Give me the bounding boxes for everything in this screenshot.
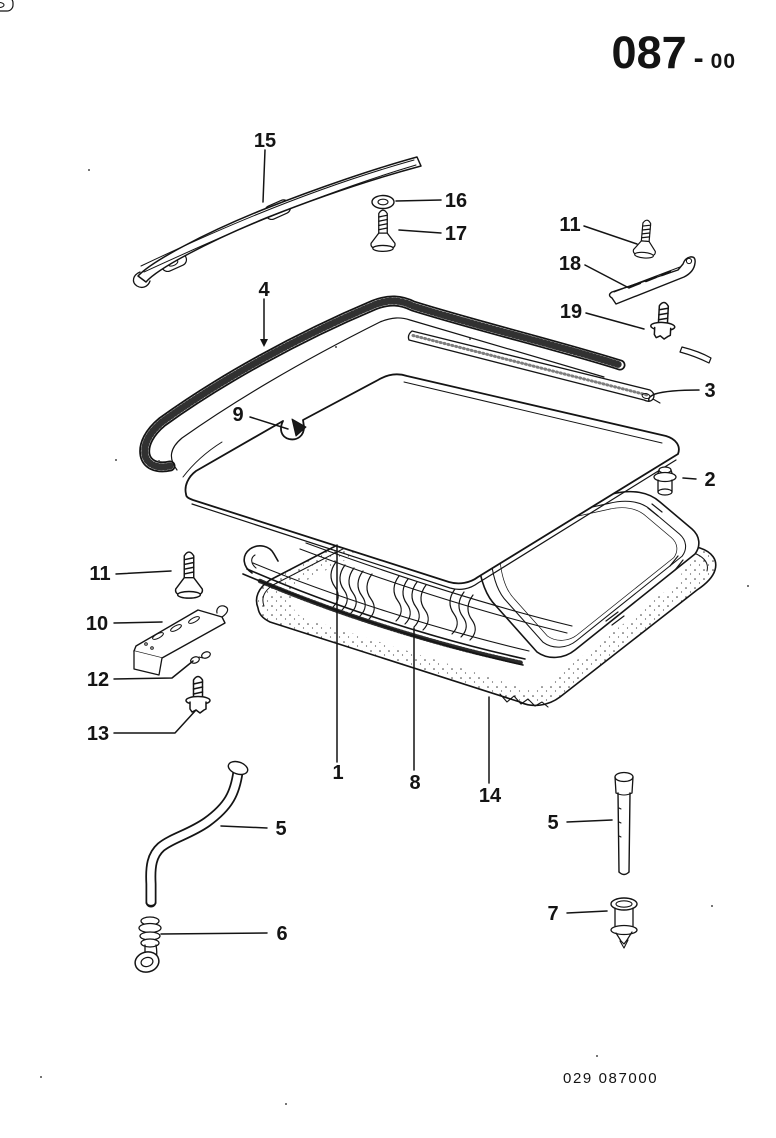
callout-label-10: 10 (86, 613, 108, 635)
leader-6 (160, 932, 268, 935)
callout-label-12: 12 (87, 669, 109, 691)
page-code: 087 - 00 (612, 30, 736, 75)
part-15-wind-deflector (0, 0, 422, 288)
page-code-group: 087 (611, 27, 687, 78)
page-code-dash: - (693, 42, 704, 75)
part-13-screw (185, 675, 211, 714)
paper-speckles (40, 169, 749, 1105)
part-11-screw-right (632, 218, 659, 260)
leader-3 (648, 389, 700, 402)
leader-16 (395, 199, 442, 202)
part-6-elbow-fitting (134, 916, 162, 973)
leader-7 (566, 910, 608, 914)
callout-label-3: 3 (704, 380, 715, 402)
callout-label-11-left: 11 (89, 563, 110, 585)
callout-label-19: 19 (560, 301, 582, 323)
callout-label-5-right: 5 (547, 812, 558, 834)
leader-12 (113, 660, 194, 680)
leader-11-left (115, 570, 172, 575)
part-1-sliding-roof-panel (184, 373, 680, 590)
leader-lines (113, 149, 700, 935)
leader-11-right (583, 225, 638, 245)
leader-9 (249, 416, 289, 430)
part-11-screw-left (174, 551, 204, 599)
part-16-washer-ring (371, 194, 395, 210)
headliner-serrated-edge (499, 693, 549, 708)
callout-label-17: 17 (445, 223, 467, 245)
callout-label-2: 2 (704, 469, 715, 491)
page-code-suffix: 00 (710, 50, 736, 73)
callout-labels: 15 16 17 11 18 19 4 3 9 2 11 10 12 13 1 … (86, 130, 716, 945)
part-18-guide-bracket (608, 256, 696, 305)
callout-label-16: 16 (445, 190, 467, 212)
callout-label-8: 8 (409, 772, 420, 794)
part-19-screw (649, 301, 677, 341)
part-5-tube-right (614, 771, 634, 876)
callout-label-15: 15 (254, 130, 276, 152)
leader-4-arrowhead (260, 339, 268, 347)
callout-label-9: 9 (232, 404, 243, 426)
part-2-stud (653, 466, 677, 496)
part-5-tube-left (145, 760, 249, 908)
callout-label-14: 14 (479, 785, 502, 807)
leader-13 (113, 709, 197, 734)
part-4-roof-frame-seal (139, 295, 712, 478)
leader-18 (584, 264, 630, 289)
leader-10 (113, 621, 163, 624)
callout-label-18: 18 (559, 253, 581, 275)
footer-code: 029 087000 (563, 1070, 659, 1087)
leader-19 (585, 312, 645, 330)
part-3-guide-rail (407, 330, 661, 404)
leader-17 (398, 229, 442, 234)
leader-5-right (566, 819, 613, 823)
leader-2 (682, 477, 697, 480)
leader-5-left (220, 825, 268, 829)
part-10-mounting-bracket (133, 605, 229, 676)
callout-label-6: 6 (276, 923, 287, 945)
callout-label-7: 7 (547, 903, 558, 925)
part-9-clamp (291, 418, 307, 437)
leader-15 (262, 149, 266, 203)
callout-label-13: 13 (87, 723, 109, 745)
part-7-grommet (610, 897, 638, 949)
callout-label-1: 1 (332, 762, 343, 784)
callout-label-11-right: 11 (559, 214, 580, 236)
callout-label-5-left: 5 (275, 818, 286, 840)
part-17-screw (370, 209, 396, 253)
part-12-clip (190, 651, 211, 664)
callout-label-4: 4 (258, 279, 270, 301)
